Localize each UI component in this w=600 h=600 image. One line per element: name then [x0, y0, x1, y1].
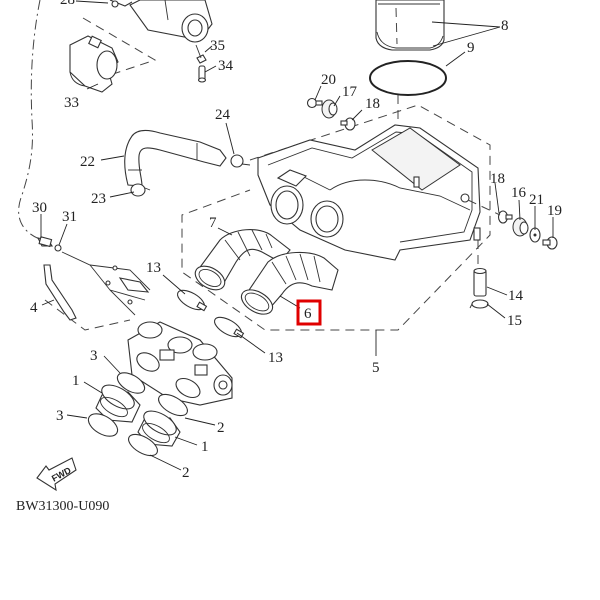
clamp-23 — [130, 183, 151, 197]
callout-2-upper: 2 — [217, 420, 225, 436]
callout-3-lower: 3 — [56, 408, 64, 424]
intake-joint-7 — [194, 229, 291, 291]
collar-18-top — [340, 117, 356, 131]
callout-2-lower: 2 — [182, 465, 190, 481]
callout-3-upper: 3 — [90, 348, 98, 364]
washer-21 — [529, 227, 541, 243]
callout-5: 5 — [372, 360, 380, 376]
throttle-group-outline — [44, 299, 131, 331]
callout-20: 20 — [321, 72, 336, 88]
joint-3b — [87, 413, 119, 437]
intake-joint-6 — [240, 251, 339, 315]
highlight-box — [296, 299, 322, 326]
hose-22 — [124, 129, 227, 187]
callout-13-upper: 13 — [146, 260, 161, 276]
joint-1a — [95, 384, 141, 423]
clamp-13a — [176, 289, 208, 312]
callout-15: 15 — [507, 313, 522, 329]
callout-18-top: 18 — [365, 96, 380, 112]
callout-1-right: 1 — [201, 439, 209, 455]
joint-2a — [158, 393, 188, 417]
joint-1b — [137, 410, 181, 447]
callout-23: 23 — [91, 191, 106, 207]
drawing-code: BW31300-U090 — [16, 499, 109, 514]
callout-7: 7 — [209, 215, 217, 231]
air-box-5 — [257, 124, 481, 261]
seal-ring-9 — [369, 60, 447, 96]
callout-30: 30 — [32, 200, 47, 216]
air-box-group-outline — [181, 104, 491, 331]
callout-17: 17 — [342, 84, 358, 100]
grommet-17 — [321, 99, 338, 119]
callout-24: 24 — [215, 107, 231, 123]
callout-16: 16 — [511, 185, 527, 201]
callout-19: 19 — [547, 203, 562, 219]
breather-hose-4 — [43, 264, 77, 321]
callout-31: 31 — [62, 209, 77, 225]
clamp-24 — [230, 154, 251, 168]
fitting-35 — [195, 44, 207, 64]
callout-1-left: 1 — [72, 373, 80, 389]
screw-20 — [306, 97, 323, 109]
callout-18-side: 18 — [490, 171, 505, 187]
leader-lines — [40, 0, 554, 471]
canister-33 — [69, 35, 119, 93]
callout-14: 14 — [508, 288, 524, 304]
hose-30 — [37, 236, 54, 248]
vacuum-lines — [61, 251, 151, 316]
callout-9: 9 — [467, 40, 475, 56]
callout-33: 33 — [64, 95, 79, 111]
bolt-19 — [542, 236, 558, 250]
damper-16 — [512, 217, 529, 237]
callout-6[interactable]: 6 — [304, 306, 312, 322]
highlighted-callout-6[interactable]: 6 — [296, 299, 322, 326]
callout-21: 21 — [529, 192, 544, 208]
drain-plug-14 — [473, 267, 487, 297]
hose-route-line — [18, 0, 43, 241]
canister-top — [109, 0, 213, 43]
joint-3a — [116, 372, 146, 394]
callout-13-lower: 13 — [268, 350, 283, 366]
callout-8: 8 — [501, 18, 509, 34]
air-filter-element-8 — [375, 0, 445, 51]
collar-18-side — [497, 210, 513, 224]
callout-35: 35 — [210, 38, 225, 54]
callout-34: 34 — [218, 58, 234, 74]
valve-34 — [197, 65, 207, 83]
fwd-arrow-icon: FWD — [36, 457, 77, 492]
throttle-body-assembly — [127, 321, 233, 406]
callout-28: 28 — [60, 0, 75, 8]
clamp-13b — [213, 316, 245, 339]
clamp-15 — [469, 299, 489, 309]
joint-2b — [128, 433, 158, 457]
callout-22: 22 — [80, 154, 95, 170]
clamp-31 — [54, 244, 62, 252]
bolt-center-line — [467, 199, 501, 216]
callout-4: 4 — [30, 300, 38, 316]
